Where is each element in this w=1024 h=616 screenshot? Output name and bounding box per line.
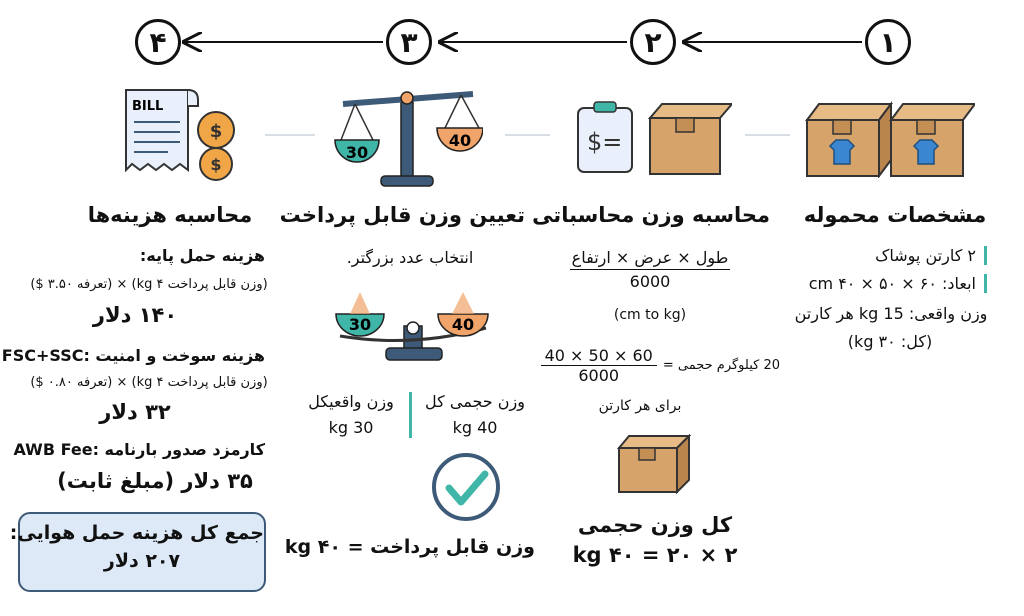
col4-title: محاسبه هزینه‌ها [87,203,253,227]
vol-weight-value: 40 kg [452,418,498,437]
awb-fee-value: ۳۵ دلار (مبلغ ثابت) [57,469,253,493]
separator [505,134,550,136]
base-cost-formula: (وزن قابل پرداخت kg ۴) × (تعرفه ۳.۵۰ $) [30,277,268,292]
step-4-circle: ۴ [135,19,181,65]
actual-weight-value: 30 kg [328,418,374,437]
step-1-circle: ١ [865,19,911,65]
calculator-box-icon: $= [577,101,732,175]
step-3-circle: ٣ [386,19,432,65]
calc-denominator: 6000 [578,366,620,385]
fuel-cost-value: ۳۲ دلار [99,400,171,424]
awb-fee-title: کارمزد صدور بارنامه :AWB Fee [13,440,265,459]
unit-note: (cm to kg) [613,307,687,323]
step-arrows [0,0,862,90]
calc-prefix: 20 کیلوگرم حجمی = [662,358,780,373]
bill-coins-icon: BILL $ $ [125,89,235,181]
svg-text:$=: $= [587,128,622,156]
formula-numerator: طول × عرض × ارتفاع [570,248,730,270]
base-cost-title: هزینه حمل پایه: [139,246,265,265]
total-cost-box: جمع کل هزینه حمل هوایی: ۲۰۷ دلار [9,512,266,592]
col3-subtitle: انتخاب عدد بزرگتر. [346,248,474,267]
col1-actual-weight: وزن واقعی: kg 15 هر کارتن [794,304,988,323]
formula-denominator: 6000 [629,272,671,291]
svg-text:$: $ [210,121,223,142]
svg-text:$: $ [210,155,221,174]
bill-label: BILL [132,99,163,114]
calc-fraction: 60 × 50 × 40 6000 [540,346,657,385]
volumetric-calc: 20 کیلوگرم حجمی = 60 × 50 × 40 6000 [540,346,780,385]
scale-left-weight: 30 [346,143,368,162]
balanced-scale-icon: 30 40 [335,292,489,361]
col1-total-weight: (کل: kg ۳۰) [847,332,933,351]
divider-bar [409,392,412,438]
col1-dimensions: ابعاد: ۶۰ × ۵۰ × cm ۴۰ [809,274,987,293]
total-cost-title: جمع کل هزینه حمل هوایی: [9,522,264,544]
col3-title: تعیین وزن قابل پرداخت [279,203,525,227]
total-cost-value: ۲۰۷ دلار [103,550,181,572]
separator [265,134,315,136]
balance-right-weight: 40 [452,315,474,334]
col2-title: محاسبه وزن محاسباتی [532,203,770,227]
calc-numerator: 60 × 50 × 40 [540,346,657,366]
scale-right-weight: 40 [449,131,471,150]
fuel-cost-title: هزینه سوخت و امنیت :FSC+SSC [1,346,265,365]
fuel-cost-formula: (وزن قابل پرداخت kg ۴) × (تعرفه ۰.۸۰ $) [30,375,268,390]
balance-left-weight: 30 [349,315,371,334]
carton-box-icon [617,433,691,494]
total-volumetric-value: ۲ × ۲۰ = kg ۴۰ [572,543,738,567]
separator [745,134,790,136]
cartons-icon [805,101,975,178]
step-2-circle: ٢ [630,19,676,65]
actual-weight-label: وزن واقعیکل [308,392,394,411]
dim-formula: طول × عرض × ارتفاع 6000 [570,248,730,291]
chargeable-weight-result: وزن قابل پرداخت = kg ۴۰ [284,536,535,558]
per-carton-note: برای هر کارتن [598,398,682,414]
total-volumetric-label: کل وزن حجمی [577,513,733,537]
col1-title: مشخصات محموله [803,203,987,227]
check-icon [432,453,500,521]
col1-cartons: ۲ کارتن پوشاک [826,246,987,265]
vol-weight-label: وزن حجمی کل [425,392,525,411]
base-cost-value: ۱۴۰ دلار [92,303,178,327]
tilted-scale-icon: 30 40 [334,91,483,187]
